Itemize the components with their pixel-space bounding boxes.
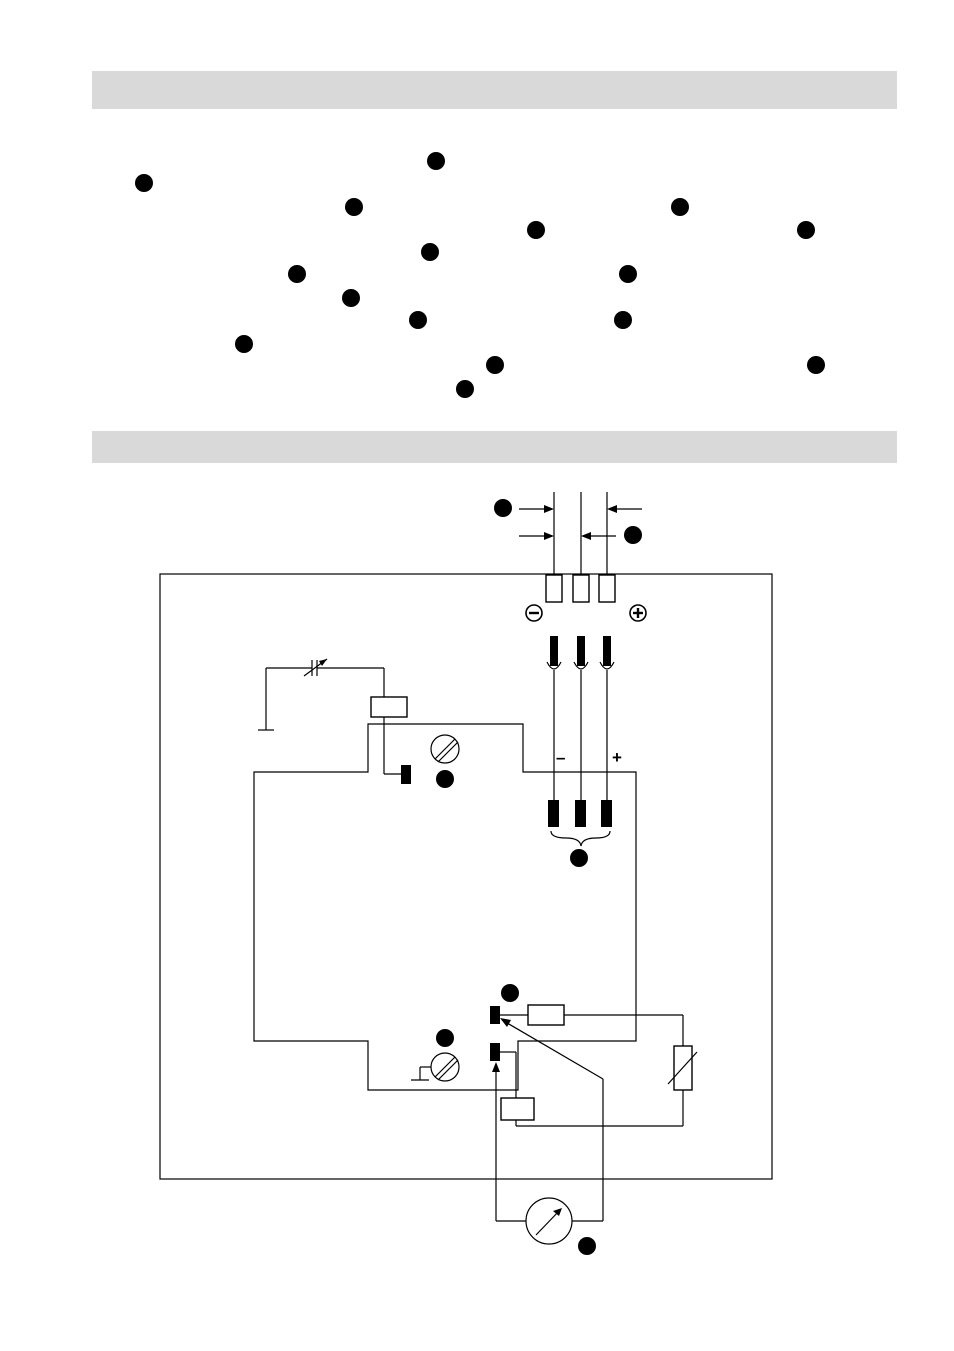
marker-dot (501, 984, 519, 1002)
marker-dot (486, 356, 504, 374)
marker-dot (494, 499, 512, 517)
marker-dot (671, 198, 689, 216)
marker-dot (345, 198, 363, 216)
marker-dot (427, 152, 445, 170)
housing-outline (159, 573, 773, 1180)
inner-board-outline (253, 723, 637, 1091)
minus-sign-label: – (556, 748, 565, 767)
marker-dot (578, 1237, 596, 1255)
dimension-arrows (519, 505, 642, 540)
connector-plugs (546, 636, 615, 800)
marker-dot (409, 311, 427, 329)
potentiometer-icon (667, 1045, 698, 1091)
marker-dot (807, 356, 825, 374)
terminal-pins (548, 800, 612, 847)
connector-pin-icon (490, 1006, 500, 1024)
entry-terminals (545, 574, 616, 603)
screw-terminal-icon (430, 734, 460, 764)
marker-dot (436, 770, 454, 788)
marker-dot (288, 265, 306, 283)
marker-dot (421, 243, 439, 261)
screw-terminal-icon (430, 1052, 460, 1082)
minus-circle-icon (525, 604, 543, 622)
incoming-wires (553, 492, 608, 575)
resistor-icon (500, 1097, 535, 1121)
section-band-middle (92, 431, 897, 463)
marker-dot (456, 380, 474, 398)
plus-sign-label: + (612, 748, 622, 767)
resistor-icon (527, 1004, 565, 1026)
marker-dot (624, 526, 642, 544)
marker-dot (342, 289, 360, 307)
marker-dot (235, 335, 253, 353)
connector-pin-icon (490, 1043, 500, 1061)
marker-dot (527, 221, 545, 239)
section-band-top (92, 71, 897, 109)
connector-pin-icon (401, 765, 411, 784)
meter-icon (525, 1197, 573, 1245)
marker-dot (797, 221, 815, 239)
marker-dot (570, 849, 588, 867)
marker-dot (436, 1029, 454, 1047)
plus-circle-icon (629, 604, 647, 622)
marker-dot (619, 265, 637, 283)
capacitor-icon (266, 658, 384, 677)
resistor-icon (370, 696, 408, 718)
marker-dot (614, 311, 632, 329)
marker-dot (135, 174, 153, 192)
ground-icon (411, 1066, 431, 1081)
